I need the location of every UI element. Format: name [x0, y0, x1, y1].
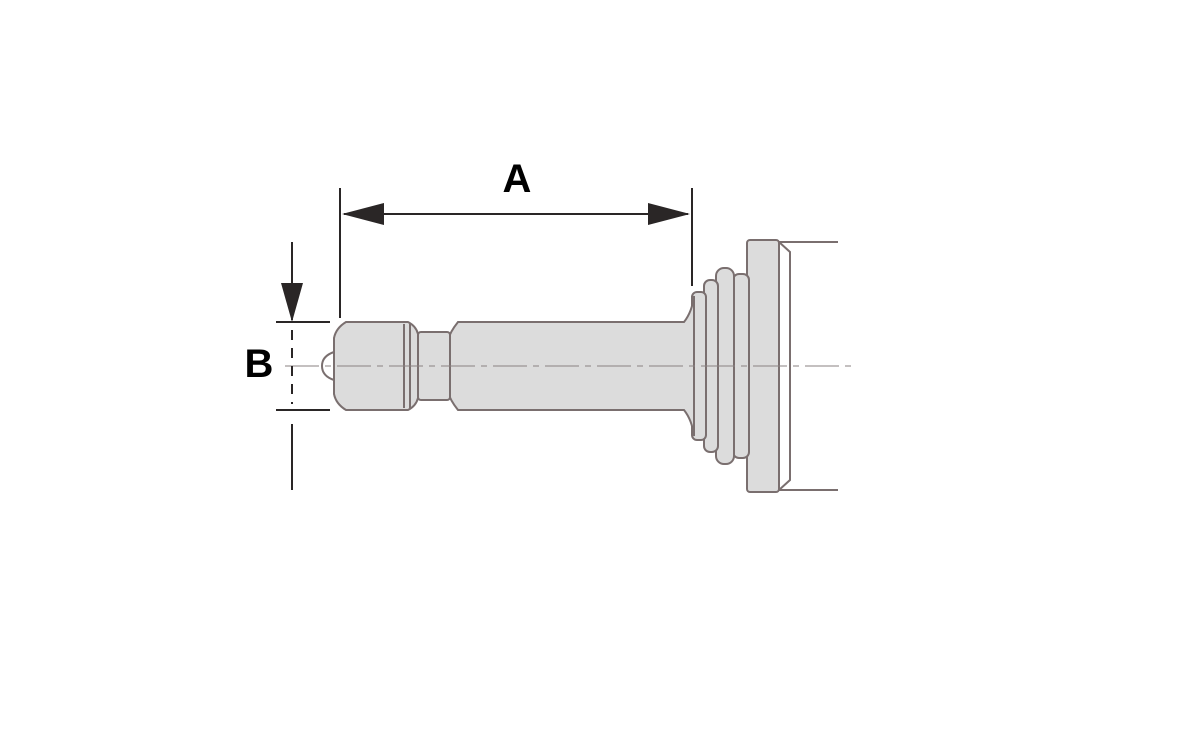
dimension-a-label: A — [503, 157, 532, 201]
tip-ball — [320, 351, 335, 381]
dimension-b: B — [245, 242, 330, 490]
dimension-a: A — [339, 157, 693, 318]
dimension-a-arrow-right — [648, 203, 690, 225]
flange-housing — [778, 241, 838, 491]
dimension-b-arrow-top — [281, 283, 303, 322]
shaft-tip — [333, 321, 419, 411]
dimension-a-arrow-left — [342, 203, 384, 225]
dimension-b-label: B — [245, 342, 274, 386]
